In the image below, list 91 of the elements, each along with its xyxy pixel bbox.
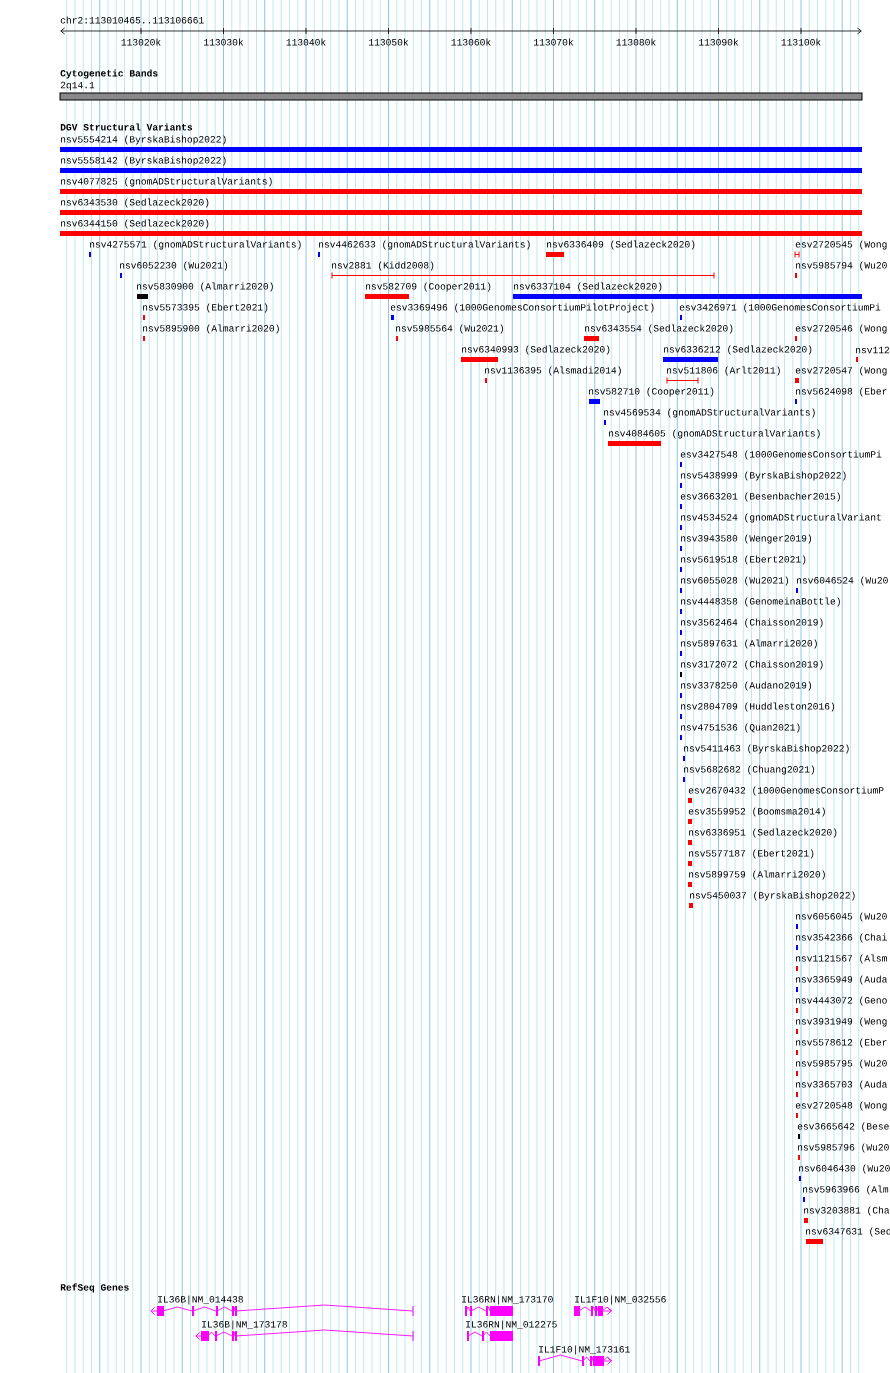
variant-label: nsv5554214 (ByrskaBishop2022): [61, 135, 226, 145]
variant-label: nsv4534524 (gnomADStructuralVariant: [681, 513, 881, 523]
variant-label: nsv5895900 (Almarri2020): [143, 324, 279, 334]
gene-label: IL1F10|NM_173161: [539, 1345, 630, 1355]
variant-label: esv2720546 (Wong: [795, 324, 887, 334]
variant-label: nsv5963966 (Alm: [803, 1185, 889, 1195]
variant-label: nsv5985564 (Wu2021): [396, 324, 504, 334]
variant-label: nsv3542366 (Chai: [796, 933, 887, 943]
gene-label: IL36RN|NM_173170: [462, 1295, 553, 1305]
variant-label: nsv6343554 (Sedlazeck2020): [585, 324, 733, 334]
tick-label: 113100k: [781, 38, 821, 46]
gene-label: IL36B|NM_173178: [202, 1320, 287, 1330]
variant-label: nsv5985795 (Wu20: [796, 1059, 887, 1069]
variant-label: nsv3365703 (Auda: [796, 1080, 888, 1090]
variant-label: nsv582710 (Cooper2011): [589, 387, 714, 397]
variant-label: nsv3172072 (Chaisson2019): [681, 660, 823, 670]
variant-label: nsv6344150 (Sedlazeck2020): [61, 219, 209, 229]
variant-label: nsv3203881 (Cha: [804, 1206, 890, 1216]
variant-label: nsv4462633 (gnomADStructuralVariants): [319, 240, 530, 250]
variant-label: nsv6337104 (Sedlazeck2020): [514, 282, 662, 292]
variant-label: nsv6046524 (Wu20: [797, 576, 888, 586]
variant-label: nsv5985794 (Wu20: [796, 261, 887, 271]
variant-label: nsv3378250 (Audano2019): [681, 681, 812, 691]
variant-label: nsv5899759 (Almarri2020): [689, 870, 825, 880]
variant-label: esv2720548 (Wong: [795, 1101, 887, 1111]
track-heading: RefSeq Genes: [60, 1283, 129, 1293]
variant-label: nsv5577187 (Ebert2021): [689, 849, 814, 859]
variant-label: nsv4448358 (GenomeinaBottle): [681, 597, 840, 607]
variant-label: nsv1136395 (Alsmadi2014): [485, 366, 621, 376]
variant-label: nsv3931949 (Weng: [796, 1017, 887, 1027]
variant-label: esv3559952 (Boomsma2014): [688, 807, 825, 817]
variant-label: nsv5624098 (Eber: [796, 387, 887, 397]
variant-label: nsv2881 (Kidd2008): [332, 261, 434, 271]
variant-label: esv3426971 (1000GenomesConsortiumPi: [679, 303, 881, 313]
variant-label: nsv5558142 (ByrskaBishop2022): [61, 156, 226, 166]
variant-label: nsv5682682 (Chuang2021): [684, 765, 815, 775]
variant-label: esv3369496 (1000GenomesConsortiumPilotProject): [390, 303, 654, 313]
variant-label: esv3663201 (Besenbacher2015): [680, 492, 840, 502]
variant-label: nsv3562464 (Chaisson2019): [681, 618, 823, 628]
variant-label: nsv582709 (Cooper2011): [366, 282, 491, 292]
variant-label: nsv6340993 (Sedlazeck2020): [462, 345, 610, 355]
variant-label: nsv112: [856, 346, 890, 354]
variant-label: esv2720545 (Wong: [795, 240, 887, 250]
variant-label: nsv4569534 (gnomADStructuralVariants): [604, 408, 815, 418]
variant-label: nsv3365949 (Auda: [796, 975, 888, 985]
variant-label: nsv6347631 (Sed: [806, 1227, 890, 1237]
variant-label: esv2720547 (Wong: [795, 366, 887, 376]
variant-label: nsv6046430 (Wu20: [799, 1164, 890, 1174]
variant-label: nsv6052230 (Wu2021): [120, 261, 227, 271]
coordinate-range: chr2:113010465..113106661: [60, 16, 204, 24]
variant-label: nsv5985796 (Wu20: [798, 1143, 889, 1153]
gene-label: IL36RN|NM_012275: [466, 1320, 557, 1330]
variant-label: nsv5619518 (Ebert2021): [681, 555, 806, 565]
variant-label: esv3427548 (1000GenomesConsortiumPi: [680, 450, 882, 460]
variant-label: nsv5830900 (Almarri2020): [137, 282, 273, 292]
variant-label: nsv6336409 (Sedlazeck2020): [547, 240, 695, 250]
tick-label: 113040k: [286, 38, 326, 46]
tick-label: 113020k: [121, 38, 161, 46]
variant-label: nsv5578612 (Eber: [796, 1038, 887, 1048]
variant-label: nsv5897631 (Almarri2020): [681, 639, 817, 649]
variant-label: nsv6055028 (Wu2021): [681, 576, 789, 586]
variant-label: nsv2804709 (Huddleston2016): [681, 702, 835, 712]
tick-label: 113080k: [616, 38, 656, 46]
gene-label: IL36B|NM_014438: [158, 1295, 243, 1305]
variant-label: nsv3943580 (Wenger2019): [681, 534, 812, 544]
variant-label: nsv5450037 (ByrskaBishop2022): [690, 891, 855, 901]
track-heading: DGV Structural Variants: [60, 123, 193, 131]
tick-label: 113070k: [534, 38, 574, 46]
variant-label: nsv6336951 (Sedlazeck2020): [689, 828, 837, 838]
variant-label: nsv5411463 (ByrskaBishop2022): [684, 744, 849, 754]
variant-label: nsv4077825 (gnomADStructuralVariants): [61, 177, 272, 187]
variant-label: nsv1121567 (Alsm: [796, 954, 887, 964]
variant-label: nsv4084605 (gnomADStructuralVariants): [609, 429, 820, 439]
gene-label: IL1F10|NM_032556: [575, 1295, 666, 1305]
tick-label: 113030k: [204, 38, 244, 46]
variant-label: nsv4275571 (gnomADStructuralVariants): [90, 240, 301, 250]
tick-label: 113090k: [699, 38, 739, 46]
variant-label: nsv4443072 (Geno: [796, 996, 887, 1006]
variant-label: esv3665642 (Bese: [797, 1122, 889, 1132]
tick-label: 113060k: [451, 38, 491, 46]
variant-label: nsv4751536 (Quan2021): [681, 723, 800, 733]
track-heading: Cytogenetic Bands: [60, 69, 158, 79]
variant-label: nsv5438999 (ByrskaBishop2022): [681, 471, 846, 481]
variant-label: esv2670432 (1000GenomesConsortiumP: [688, 786, 884, 796]
variant-label: nsv5573395 (Ebert2021): [143, 303, 268, 313]
variant-label: nsv6056045 (Wu20: [796, 912, 887, 922]
variant-label: nsv6336212 (Sedlazeck2020): [664, 345, 812, 355]
tick-label: 113050k: [369, 38, 409, 46]
band-label: 2q14.1: [60, 81, 95, 91]
variant-label: nsv6343530 (Sedlazeck2020): [61, 198, 209, 208]
variant-label: nsv511806 (Arlt2011): [667, 366, 780, 376]
